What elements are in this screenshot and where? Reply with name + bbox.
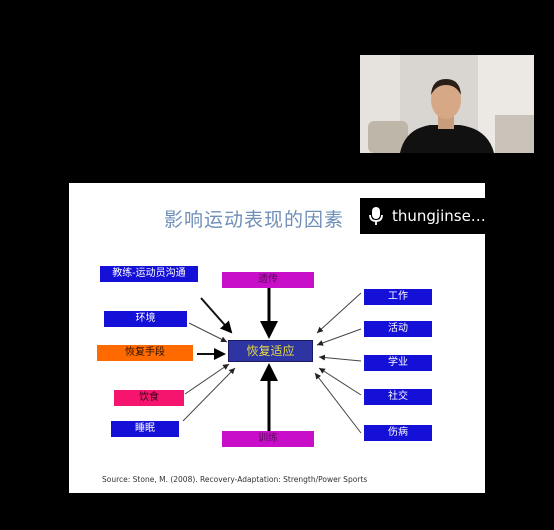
- box-activity: 活动: [364, 321, 432, 337]
- slide-source-citation: Source: Stone, M. (2008). Recovery-Adapt…: [102, 475, 368, 484]
- diagram-arrows: [182, 288, 362, 434]
- box-recovery-means: 恢复手段: [97, 345, 193, 361]
- box-sleep: 睡眠: [111, 421, 179, 437]
- arrow-work: [316, 292, 362, 334]
- box-study: 学业: [364, 355, 432, 371]
- participant-video: [360, 55, 534, 153]
- slide-title: 影响运动表现的因素: [164, 209, 345, 231]
- arrow-social: [318, 367, 362, 396]
- center-box-recovery-adaptation: 恢复适应: [228, 340, 313, 362]
- box-coach-athlete-communication: 教练-运动员沟通: [100, 266, 198, 282]
- box-work: 工作: [364, 289, 432, 305]
- shared-slide: 影响运动表现的因素 教练-运动员沟通 环境 恢复手段 饮食 睡眠 遗传 训练 恢…: [69, 183, 485, 493]
- box-social: 社交: [364, 389, 432, 405]
- box-genetics: 遗传: [222, 272, 314, 288]
- arrow-environment: [188, 322, 228, 343]
- arrow-study: [318, 354, 362, 362]
- participant-name-bar: thungjinse…: [360, 198, 534, 234]
- box-training: 训练: [222, 431, 314, 447]
- arrow-coach: [200, 297, 233, 334]
- arrow-activity: [316, 328, 362, 346]
- arrow-diet: [184, 363, 230, 395]
- arrow-injury: [314, 372, 362, 434]
- box-injury: 伤病: [364, 425, 432, 441]
- microphone-icon[interactable]: [368, 206, 384, 226]
- participant-name: thungjinse…: [392, 207, 486, 225]
- box-environment: 环境: [104, 311, 187, 327]
- participant-video-tile[interactable]: [360, 55, 534, 153]
- arrow-sleep: [182, 367, 236, 422]
- box-diet: 饮食: [114, 390, 184, 406]
